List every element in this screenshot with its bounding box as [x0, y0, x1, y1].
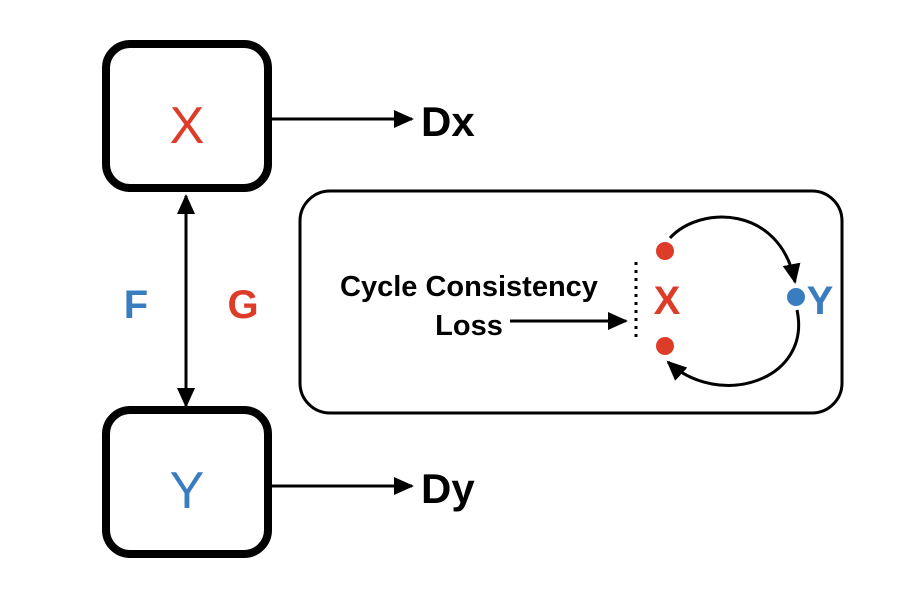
cycle-arrow-forward [668, 215, 801, 284]
x-dot-bottom [656, 337, 674, 355]
domain-x-box [102, 40, 272, 192]
cycle-title-line1: Cycle Consistency [340, 271, 598, 303]
cycle-y-label: Y [807, 279, 834, 323]
x-dot-top [656, 242, 674, 260]
cycle-panel [298, 189, 844, 415]
mapping-g-label: G [227, 283, 258, 327]
discriminator-dy-label: Dy [421, 465, 475, 512]
discriminator-dx-label: Dx [421, 98, 475, 145]
cycle-x-label: X [654, 279, 681, 323]
mapping-f-label: F [124, 283, 148, 327]
cycle-arrow-backward [666, 309, 801, 387]
domain-y-label: Y [170, 462, 205, 520]
domain-y-box [102, 406, 272, 558]
cycle-title-line2: Loss [435, 310, 503, 342]
domain-x-label: X [170, 97, 205, 155]
y-dot [787, 288, 805, 306]
